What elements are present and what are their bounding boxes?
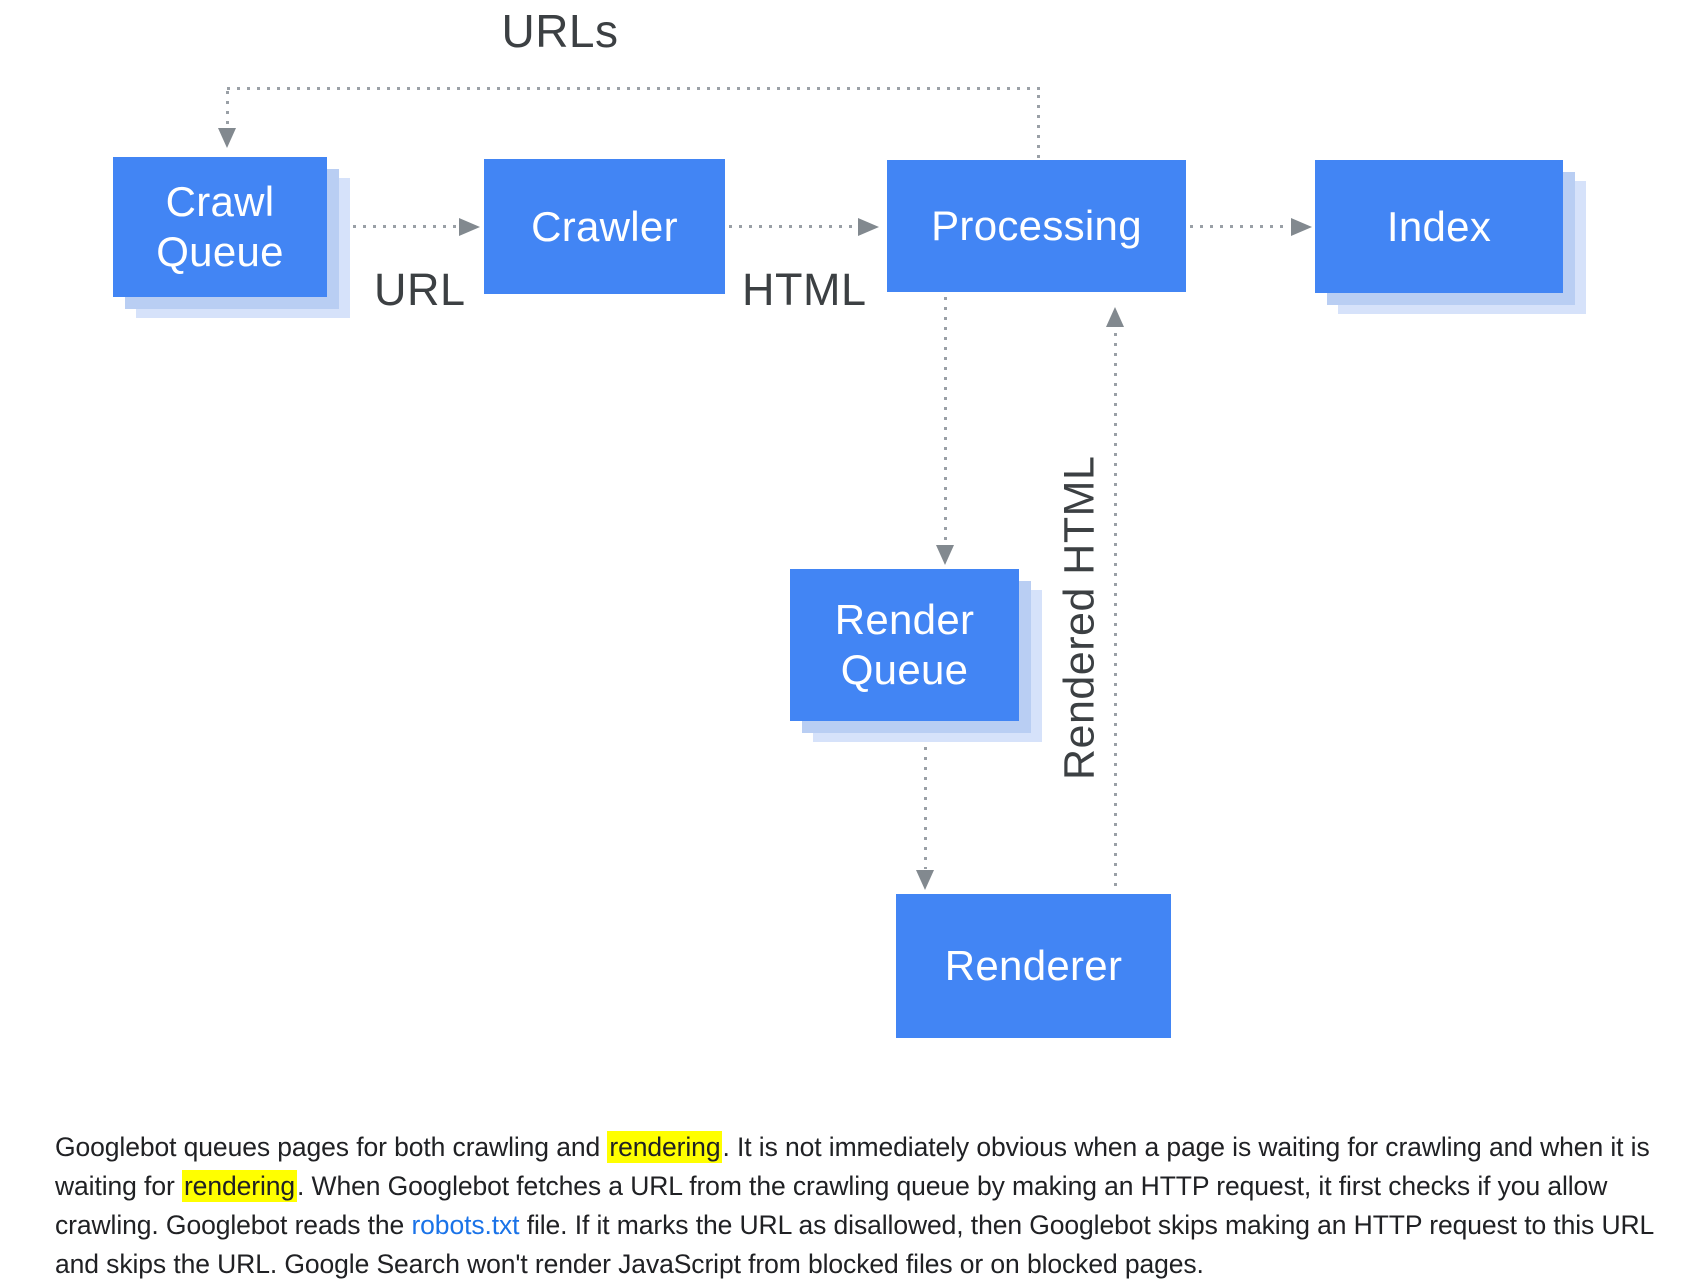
arrowhead-right-icon — [459, 218, 480, 236]
arrowhead-up-icon — [1106, 307, 1124, 327]
arrowhead-right-icon — [858, 218, 879, 236]
node-label: Render Queue — [834, 596, 975, 693]
edge-processing-to-crawlqueue-dropper — [226, 91, 229, 131]
paragraph-text: Googlebot queues pages for both crawling… — [55, 1132, 608, 1162]
node-label: Crawl Queue — [156, 178, 284, 275]
edge-label-html: HTML — [742, 264, 867, 315]
paragraph-line: and skips the URL. Google Search won't r… — [55, 1245, 1655, 1284]
node-label: Index — [1386, 202, 1492, 250]
arrowhead-down-icon — [916, 870, 934, 890]
highlight-rendering: rendering — [181, 1170, 298, 1202]
node-label: Crawler — [531, 202, 678, 250]
edge-renderer-to-processing-line — [1114, 333, 1117, 892]
edge-renderqueue-to-renderer-line — [924, 727, 927, 869]
paragraph-line: crawling. Googlebot reads the robots.txt… — [55, 1206, 1655, 1245]
node-render-queue: Render Queue — [790, 569, 1019, 721]
edge-crawlqueue-to-crawler-line — [333, 225, 457, 228]
paragraph-line: Googlebot queues pages for both crawling… — [55, 1128, 1655, 1167]
paragraph-text: and skips the URL. Google Search won't r… — [55, 1249, 1204, 1279]
edge-processing-to-renderqueue-line — [944, 297, 947, 544]
edge-label-urls: URLs — [501, 5, 619, 57]
link-robots-txt[interactable]: robots.txt — [411, 1210, 520, 1240]
node-crawler: Crawler — [484, 159, 725, 294]
highlight-rendering: rendering — [607, 1131, 723, 1163]
node-processing: Processing — [887, 160, 1186, 292]
paragraph-text: crawling. Googlebot reads the — [55, 1210, 412, 1240]
paragraph-text: . When Googlebot fetches a URL from the … — [297, 1171, 1608, 1201]
paragraph-text: waiting for — [55, 1171, 182, 1201]
node-label: Renderer — [944, 942, 1123, 990]
arrowhead-right-icon — [1291, 218, 1312, 236]
edge-processing-to-crawlqueue-riser — [1037, 95, 1040, 158]
edge-crawler-to-processing-line — [729, 225, 856, 228]
node-renderer: Renderer — [896, 894, 1171, 1038]
paragraph-text: file. If it marks the URL as disallowed,… — [519, 1210, 1655, 1240]
paragraph-text: . It is not immediately obvious when a p… — [722, 1132, 1650, 1162]
edge-label-url: URL — [374, 264, 466, 315]
node-index: Index — [1315, 160, 1563, 293]
edge-processing-to-index-line — [1190, 225, 1287, 228]
arrowhead-down-icon — [218, 128, 236, 148]
edge-label-rendered-html: Rendered HTML — [1055, 455, 1104, 781]
paragraph: Googlebot queues pages for both crawling… — [55, 1128, 1655, 1284]
paragraph-line: waiting for rendering. When Googlebot fe… — [55, 1167, 1655, 1206]
node-crawl-queue: Crawl Queue — [113, 157, 327, 297]
edge-processing-to-crawlqueue-line — [227, 87, 1040, 90]
node-label: Processing — [931, 202, 1142, 250]
arrowhead-down-icon — [936, 545, 954, 565]
